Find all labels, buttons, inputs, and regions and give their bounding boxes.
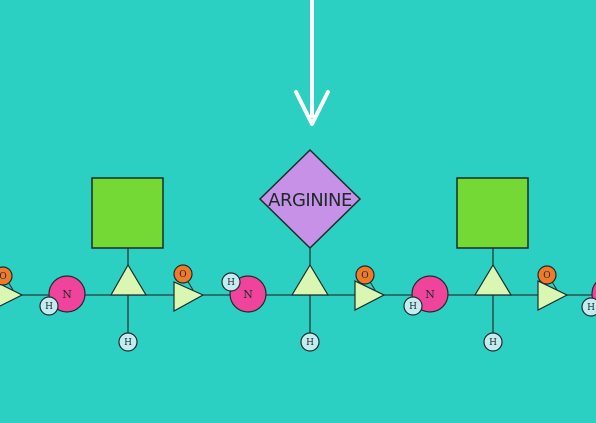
oxygen-atom-label: O xyxy=(361,271,368,281)
hydrogen-atom-circle xyxy=(403,296,423,316)
hydrogen-atom-label: H xyxy=(45,302,53,312)
hydrogen-atom: H xyxy=(581,297,596,317)
hydrogen-atom-circle xyxy=(39,296,59,316)
side-chain-square xyxy=(456,177,529,249)
oxygen-atom: O xyxy=(355,265,375,285)
hydrogen-atom-label: H xyxy=(409,302,417,312)
oxygen-atom-circle xyxy=(173,264,193,284)
hydrogen-atom-circle xyxy=(118,332,138,352)
oxygen-atom-label: O xyxy=(0,272,7,282)
alpha-carbon-triangle xyxy=(473,263,513,296)
carbonyl-triangle xyxy=(0,283,24,307)
hydrogen-atom-circle xyxy=(300,332,320,352)
hydrogen-atom-label: H xyxy=(306,338,314,348)
side-chain-label: ARGININE xyxy=(268,190,352,211)
carbonyl-triangle xyxy=(354,280,386,311)
side-chain-diamond xyxy=(258,148,362,250)
side-chain-square xyxy=(91,177,164,249)
hydrogen-atom-circle xyxy=(581,297,596,317)
alpha-carbon-triangle xyxy=(290,263,330,296)
hydrogen-atom-label: H xyxy=(124,338,132,348)
hydrogen-atom: H xyxy=(118,332,138,352)
residue-3-side-chain xyxy=(456,177,529,272)
oxygen-atom-circle xyxy=(537,265,557,285)
down-arrow-icon xyxy=(294,0,330,126)
atoms: NNNNOOOOHHHHHHH xyxy=(0,263,596,352)
oxygen-atom-circle xyxy=(0,266,13,286)
carbonyl-triangle xyxy=(173,281,205,313)
carbonyl-triangle xyxy=(537,280,569,311)
nitrogen-atom-label: N xyxy=(425,288,435,301)
nitrogen-atom-label: N xyxy=(62,288,72,301)
hydrogen-atom: H xyxy=(403,296,423,316)
hydrogen-atom-circle xyxy=(221,272,241,292)
hydrogen-atom: H xyxy=(483,332,503,352)
oxygen-atom-circle xyxy=(355,265,375,285)
hydrogen-atom-label: H xyxy=(587,303,595,313)
hydrogen-atom: H xyxy=(300,332,320,352)
oxygen-atom-label: O xyxy=(543,271,550,281)
oxygen-atom: O xyxy=(173,264,193,284)
hydrogen-atom-label: H xyxy=(489,338,497,348)
residue-1-side-chain xyxy=(91,177,164,272)
hydrogen-atom-label: H xyxy=(227,278,235,288)
oxygen-atom-label: O xyxy=(179,270,186,280)
nitrogen-atom-label: N xyxy=(243,288,253,301)
oxygen-atom: O xyxy=(537,265,557,285)
alpha-carbon-triangle xyxy=(109,263,148,296)
oxygen-atom: O xyxy=(0,266,13,286)
hydrogen-atom: H xyxy=(221,272,241,292)
hydrogen-atom-circle xyxy=(483,332,503,352)
hydrogen-atom: H xyxy=(39,296,59,316)
residue-2-side-chain: ARGININE xyxy=(258,148,362,272)
